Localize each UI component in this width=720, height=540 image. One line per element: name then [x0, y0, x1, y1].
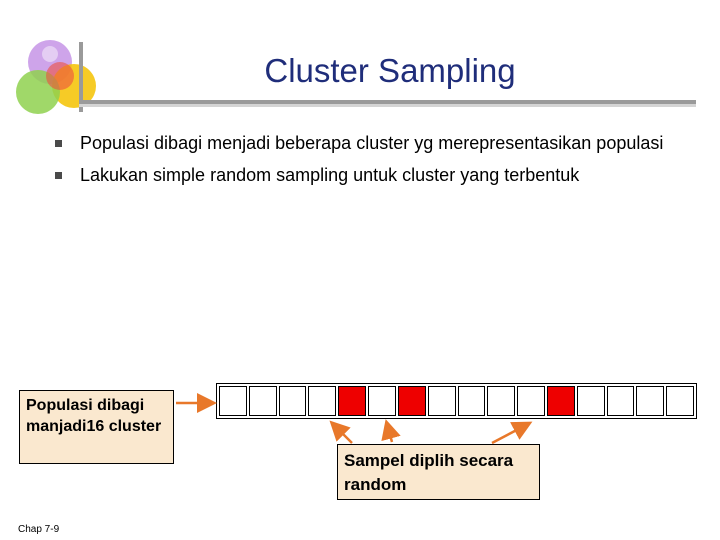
square-bullet-icon: [55, 140, 62, 147]
bullet-text: Lakukan simple random sampling untuk clu…: [80, 165, 580, 185]
title-divider: [79, 42, 696, 112]
cluster-row: [216, 383, 697, 419]
bullet-item: Lakukan simple random sampling untuk clu…: [55, 164, 675, 186]
cluster-cell: [636, 386, 665, 416]
bullet-text: Populasi dibagi menjadi beberapa cluster…: [80, 133, 664, 153]
bullet-list: Populasi dibagi menjadi beberapa cluster…: [55, 132, 675, 196]
cluster-cell: [219, 386, 247, 416]
cluster-cell-selected: [397, 386, 426, 416]
cluster-cell: [457, 386, 486, 416]
cluster-cell: [487, 386, 516, 416]
cluster-cell: [278, 386, 307, 416]
sample-label-box: Sampel diplih secara random: [337, 444, 540, 500]
cluster-cell: [517, 386, 545, 416]
arrow-to-cluster-middle: [381, 419, 401, 443]
bullet-item: Populasi dibagi menjadi beberapa cluster…: [55, 132, 675, 154]
cluster-cell: [576, 386, 605, 416]
cluster-cell: [308, 386, 337, 416]
cluster-cell-selected: [546, 386, 575, 416]
cluster-cell: [368, 386, 396, 416]
slide-footer: Chap 7-9: [18, 524, 60, 535]
population-label-box: Populasi dibagi manjadi16 cluster: [19, 390, 174, 464]
slide-title: Cluster Sampling: [264, 52, 516, 89]
square-bullet-icon: [55, 172, 62, 179]
slide-logo: [16, 40, 96, 114]
cluster-cell: [427, 386, 456, 416]
cluster-cell: [606, 386, 635, 416]
cluster-cell: [666, 386, 694, 416]
arrow-to-cluster-left: [329, 420, 353, 444]
cluster-cell-selected: [338, 386, 367, 416]
arrow-to-cluster-right: [491, 421, 533, 445]
cluster-cell: [248, 386, 277, 416]
